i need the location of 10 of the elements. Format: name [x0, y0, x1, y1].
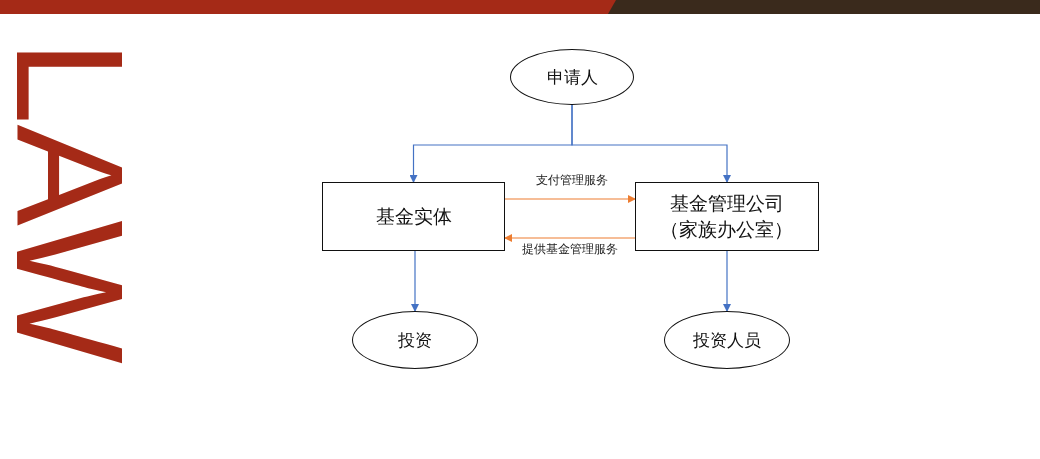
edge-label: 支付管理服务 — [534, 171, 610, 189]
vertical-title: LAW — [0, 40, 146, 364]
arrow — [571, 104, 731, 183]
process-box: 基金实体 — [322, 182, 505, 251]
edge-label: 提供基金管理服务 — [520, 240, 620, 258]
arrow — [411, 250, 419, 312]
arrow — [504, 195, 636, 203]
arrow — [504, 234, 636, 242]
arrow — [723, 250, 731, 312]
process-box: 基金管理公司（家族办公室） — [635, 182, 819, 251]
